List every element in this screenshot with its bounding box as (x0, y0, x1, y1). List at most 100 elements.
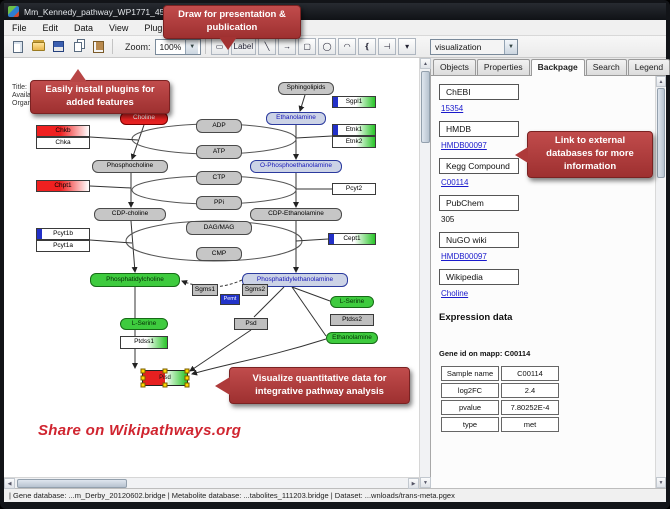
menu-edit[interactable]: Edit (42, 22, 59, 33)
brace-tool[interactable]: ❴ (358, 38, 377, 55)
scroll-up-icon[interactable]: ▲ (656, 76, 666, 87)
menu-plugins[interactable]: Plugins (144, 22, 174, 33)
node-dag-mag[interactable]: DAG/MAG (186, 221, 252, 235)
save-button[interactable] (49, 38, 67, 55)
node-chpt1[interactable]: Chpt1 (36, 180, 90, 192)
paste-button[interactable] (89, 38, 107, 55)
tbar-tool[interactable]: ⊣ (378, 38, 397, 55)
node-l-serine[interactable]: L-Serine (330, 296, 374, 308)
node-o-phosphoethanolamine[interactable]: O-Phosphoethanolamine (250, 160, 342, 173)
scroll-down-icon[interactable]: ▼ (656, 477, 666, 488)
scrollbar-thumb[interactable] (17, 479, 127, 488)
save-icon (52, 41, 64, 52)
status-text: | Gene database: ...m_Derby_20120602.bri… (9, 491, 455, 500)
node-cdp-ethanolamine[interactable]: CDP-Ethanolamine (250, 208, 342, 221)
rect-tool[interactable]: ▢ (298, 38, 317, 55)
node-ppi[interactable]: PPi (196, 196, 242, 210)
callout-link: Link to external databases for more info… (515, 131, 653, 178)
copy-button[interactable] (69, 38, 87, 55)
node-ethanolamine[interactable]: Ethanolamine (326, 332, 378, 344)
node-phosphocholine[interactable]: Phosphocholine (92, 160, 168, 173)
node-ctp[interactable]: CTP (196, 171, 242, 185)
new-button[interactable] (9, 38, 27, 55)
node-pcyt1a[interactable]: Pcyt1a (36, 240, 90, 252)
node-sgms1[interactable]: Sgms1 (192, 284, 218, 296)
node-atp[interactable]: ATP (196, 145, 242, 159)
node-cdp-choline[interactable]: CDP-choline (94, 208, 166, 221)
node-ptdss1[interactable]: Ptdss1 (120, 336, 168, 349)
node-etnk1[interactable]: Etnk1 (332, 124, 376, 136)
zoom-combobox[interactable]: 100% ▼ (154, 38, 201, 55)
line-tool[interactable]: ╲ (258, 38, 277, 55)
node-phosphatidylethanolamine[interactable]: Phosphatidylethanolamine (242, 273, 348, 287)
canvas-vertical-scrollbar[interactable]: ▲ ▼ (419, 58, 431, 488)
selection-handle[interactable] (140, 382, 146, 388)
selection-handle[interactable] (184, 382, 190, 388)
node-l-serine[interactable]: L-Serine (120, 318, 168, 330)
menu-data[interactable]: Data (74, 22, 94, 33)
panel-vertical-scrollbar[interactable]: ▲ ▼ (655, 76, 666, 488)
backpage-link[interactable]: 15354 (441, 104, 464, 113)
scrollbar-thumb[interactable] (421, 71, 430, 143)
selection-handle[interactable] (140, 375, 146, 381)
node-ethanolamine[interactable]: Ethanolamine (266, 112, 326, 125)
scroll-right-icon[interactable]: ▶ (408, 478, 419, 489)
canvas-horizontal-scrollbar[interactable]: ◀ ▶ (4, 477, 419, 489)
toolbar-separator (112, 39, 113, 54)
backpage-header-wikipedia: Wikipedia (439, 269, 519, 285)
node-cmp[interactable]: CMP (196, 247, 242, 261)
backpage-header-kegg-compound: Kegg Compound (439, 158, 519, 174)
node-etnk2[interactable]: Etnk2 (332, 136, 376, 148)
tab-search[interactable]: Search (585, 59, 627, 75)
visualization-combobox[interactable]: visualization ▼ (430, 39, 518, 55)
open-button[interactable] (29, 38, 47, 55)
menu-view[interactable]: View (109, 22, 129, 33)
tab-legend[interactable]: Legend (627, 59, 670, 75)
arrow-tool[interactable]: → (278, 38, 297, 55)
scroll-up-icon[interactable]: ▲ (420, 58, 431, 69)
node-cept1[interactable]: Cept1 (328, 233, 376, 245)
table-cell: 7.80252E-4 (501, 400, 559, 415)
node-chka[interactable]: Chka (36, 137, 90, 149)
tab-objects[interactable]: Objects (433, 59, 476, 75)
backpage-link[interactable]: C00114 (441, 178, 469, 187)
node-psd[interactable]: Psd (234, 318, 268, 330)
tab-properties[interactable]: Properties (476, 59, 530, 75)
table-cell: pvalue (441, 400, 499, 415)
node-adp[interactable]: ADP (196, 119, 242, 133)
node-pemt[interactable]: Pemt (220, 294, 240, 305)
node-phosphatidylcholine[interactable]: Phosphatidylcholine (90, 273, 180, 287)
backpage-link[interactable]: HMDB00097 (441, 252, 487, 261)
selection-handle[interactable] (162, 382, 168, 388)
chevron-down-icon[interactable]: ▼ (504, 40, 517, 54)
backpage-link[interactable]: Choline (441, 289, 469, 298)
scroll-down-icon[interactable]: ▼ (420, 477, 431, 488)
chevron-down-icon[interactable]: ▼ (185, 39, 199, 54)
scroll-left-icon[interactable]: ◀ (4, 478, 15, 489)
backpage-link[interactable]: HMDB00097 (441, 141, 487, 150)
template-tool[interactable]: ▾ (398, 38, 417, 55)
selection-handle[interactable] (140, 368, 146, 374)
arc-tool[interactable]: ◠ (338, 38, 357, 55)
selection-handle[interactable] (184, 368, 190, 374)
scrollbar-thumb[interactable] (657, 88, 665, 178)
title-bar: Mm_Kennedy_pathway_WP1771_45176.gpml... (4, 3, 666, 20)
node-sgms2[interactable]: Sgms2 (242, 284, 268, 296)
tab-backpage[interactable]: Backpage (530, 59, 585, 76)
node-label: Pisd (159, 375, 171, 381)
selection-handle[interactable] (162, 368, 168, 374)
node-pisd[interactable]: Pisd (140, 368, 190, 388)
menu-file[interactable]: File (12, 22, 27, 33)
node-ptdss2[interactable]: Ptdss2 (330, 314, 374, 326)
node-pcyt1b[interactable]: Pcyt1b (36, 228, 90, 240)
node-chkb[interactable]: Chkb (36, 125, 90, 137)
node-pcyt2[interactable]: Pcyt2 (332, 183, 376, 195)
oval-tool[interactable]: ◯ (318, 38, 337, 55)
node-sphingolipids[interactable]: Sphingolipids (278, 82, 334, 95)
node-sgpl1[interactable]: Sgpl1 (332, 96, 376, 108)
selection-handle[interactable] (184, 375, 190, 381)
pathway-edges (89, 94, 333, 376)
